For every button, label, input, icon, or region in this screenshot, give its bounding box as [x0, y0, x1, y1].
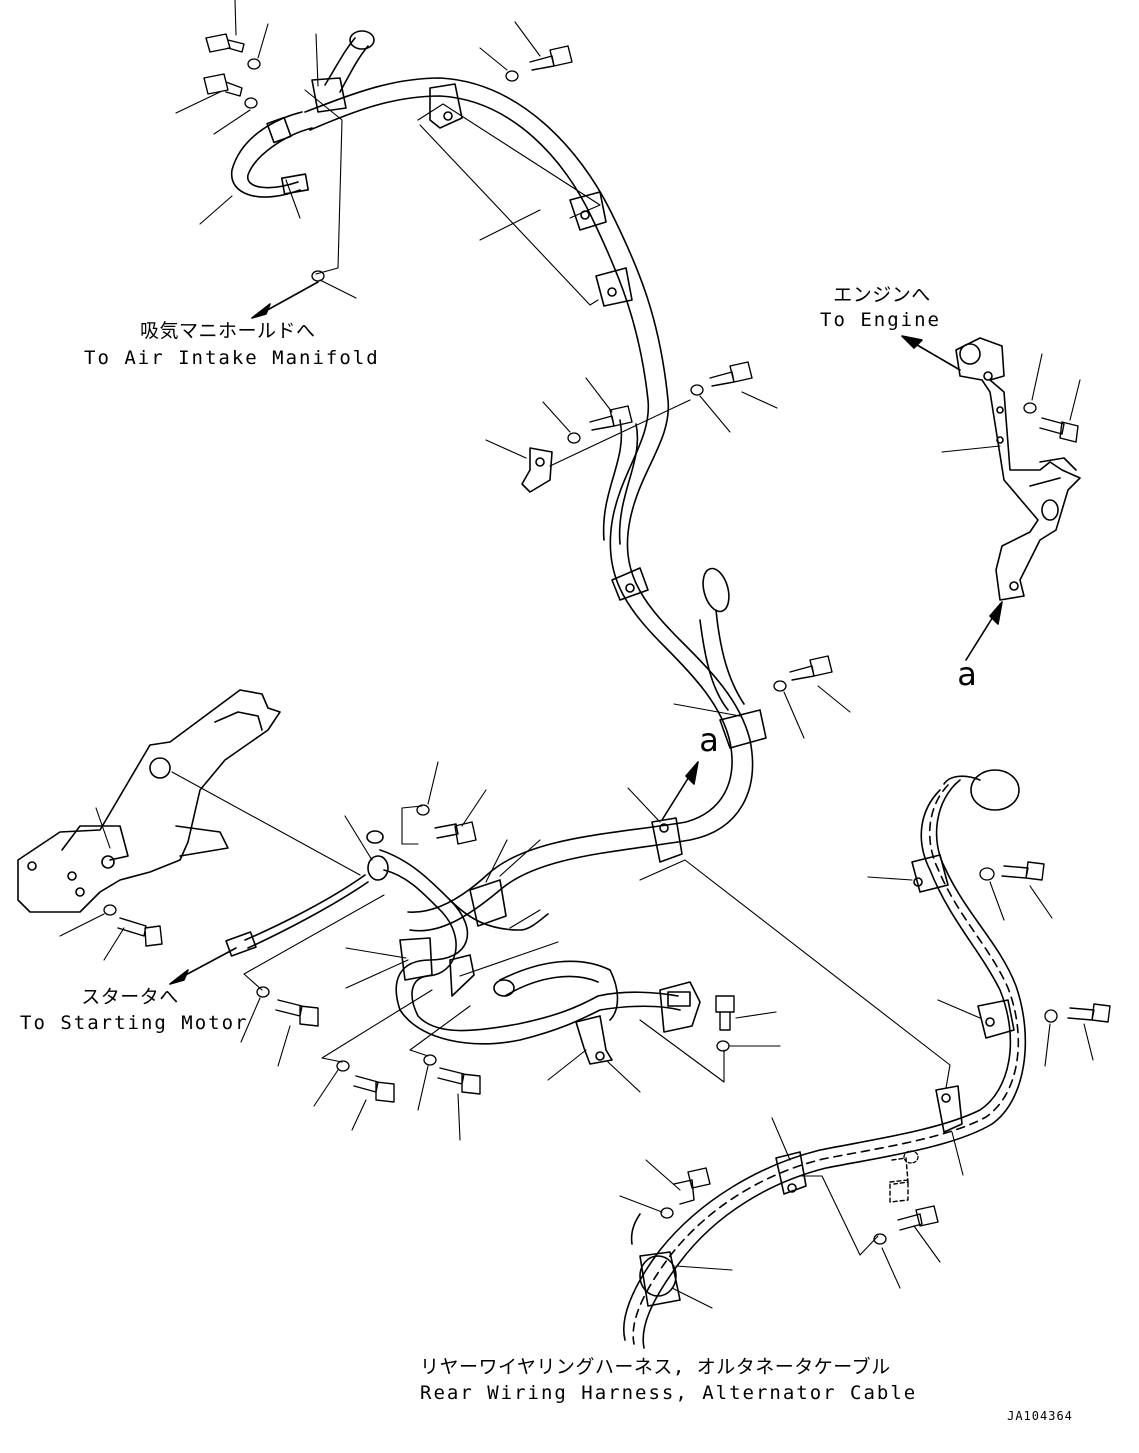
air-intake-label-jp: 吸気マニホールドへ	[140, 320, 316, 342]
starter-label-jp: スタータへ	[81, 986, 179, 1008]
engine-label-en: To Engine	[820, 309, 941, 331]
clamp-near-a	[652, 818, 682, 862]
lower-harness-loop	[380, 850, 700, 1064]
air-intake-pipe	[232, 31, 374, 197]
drawing-code: JA104364	[1007, 1409, 1073, 1423]
leader-lines	[60, 0, 1093, 1308]
harness-bracket-middle	[522, 448, 552, 492]
washers	[104, 59, 1057, 1244]
bolts	[118, 34, 1110, 1230]
harness-label-en: Rear Wiring Harness, Alternator Cable	[420, 1382, 918, 1404]
top-clamps	[312, 78, 632, 306]
starter-bracket	[18, 690, 280, 912]
starter-label-en: To Starting Motor	[20, 1012, 249, 1034]
air-intake-label-en: To Air Intake Manifold	[84, 347, 380, 369]
branch-cable-boot	[612, 566, 766, 748]
harness-label-jp: リヤーワイヤリングハーネス, オルタネータケーブル	[420, 1356, 891, 1378]
main-harness-cable	[305, 78, 753, 931]
direction-arrows	[170, 282, 1002, 984]
engine-bracket	[956, 338, 1080, 600]
alternator-cable	[624, 770, 1026, 1348]
engine-label-jp: エンジンへ	[833, 284, 931, 306]
reference-a-center: a	[699, 721, 719, 759]
starter-cable	[226, 831, 388, 956]
reference-a-right: a	[957, 655, 977, 693]
